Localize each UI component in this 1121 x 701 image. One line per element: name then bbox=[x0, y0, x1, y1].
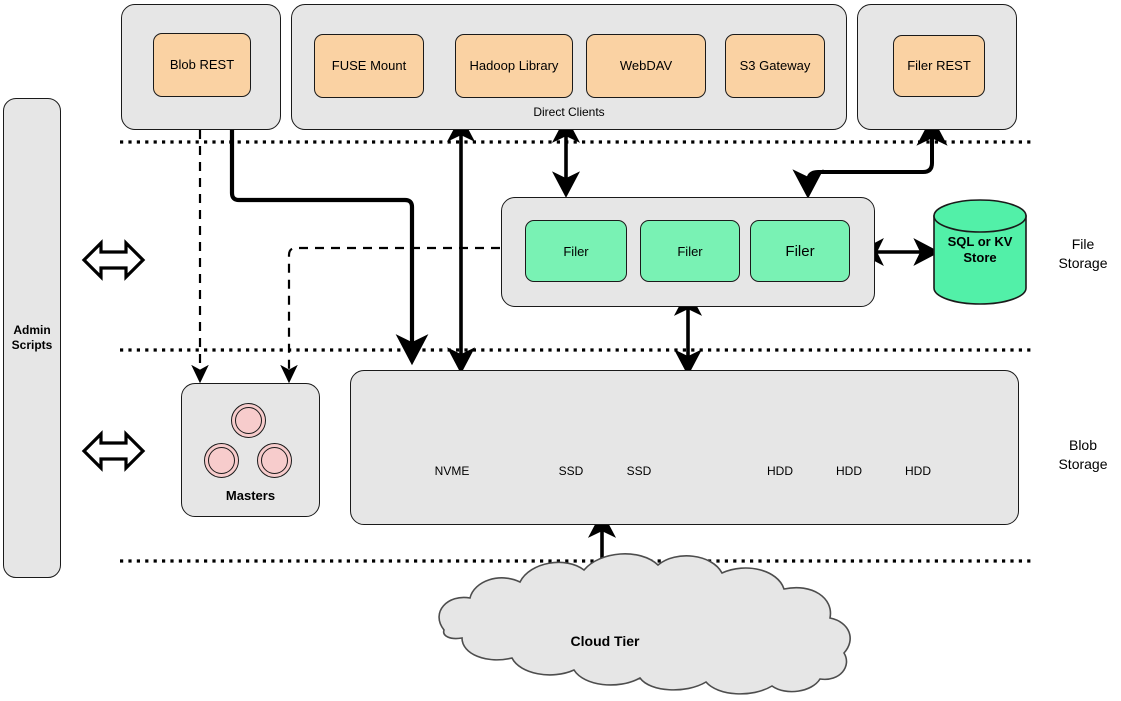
masters-group: Masters bbox=[181, 383, 320, 517]
volume-servers-group bbox=[350, 370, 1019, 525]
filer-rest-label: Filer REST bbox=[907, 57, 971, 73]
filer-rest-node[interactable]: Filer REST bbox=[893, 35, 985, 97]
cloud-tier-node[interactable]: Cloud Tier bbox=[520, 633, 690, 653]
filer-node-2-label: Filer bbox=[677, 243, 703, 259]
blob-rest-to-volumes-line bbox=[229, 130, 429, 366]
ssd-volume-label-2: SSD bbox=[626, 464, 652, 478]
ssd-volume-label-1: SSD bbox=[558, 464, 584, 478]
filer-node-3-label: Filer bbox=[785, 242, 815, 260]
filer-cluster-group: Filer Filer Filer bbox=[501, 197, 875, 307]
masters-caption: Masters bbox=[225, 488, 276, 503]
file-storage-side-label: File Storage bbox=[1058, 236, 1108, 271]
sql-kv-store-node[interactable]: SQL or KV Store bbox=[934, 234, 1026, 276]
fuse-mount-label: FUSE Mount bbox=[331, 57, 407, 73]
cloud-tier-label: Cloud Tier bbox=[570, 633, 640, 649]
filers-to-masters-dashed bbox=[280, 246, 500, 384]
filer-node-2[interactable]: Filer bbox=[640, 220, 740, 282]
sql-kv-store-label: SQL or KV Store bbox=[947, 234, 1013, 265]
admin-to-file-storage-arrow bbox=[81, 239, 146, 281]
master-node-1[interactable] bbox=[231, 403, 266, 438]
filer-node-1[interactable]: Filer bbox=[525, 220, 627, 282]
admin-connectors bbox=[81, 239, 146, 472]
hadoop-library-label: Hadoop Library bbox=[469, 57, 559, 73]
filer-rest-to-filers-line bbox=[792, 116, 948, 199]
blob-rest-node[interactable]: Blob REST bbox=[153, 33, 251, 97]
direct-clients-caption: Direct Clients bbox=[533, 105, 605, 119]
webdav-node[interactable]: WebDAV bbox=[586, 34, 706, 98]
fuse-mount-node[interactable]: FUSE Mount bbox=[314, 34, 424, 98]
blob-rest-label: Blob REST bbox=[169, 56, 235, 72]
filer-node-1-label: Filer bbox=[563, 243, 589, 259]
filer-rest-group: Filer REST bbox=[857, 4, 1017, 130]
webdav-label: WebDAV bbox=[619, 57, 673, 73]
s3-gateway-node[interactable]: S3 Gateway bbox=[725, 34, 825, 98]
s3-gateway-label: S3 Gateway bbox=[739, 57, 811, 73]
admin-to-blob-storage-arrow bbox=[81, 430, 146, 472]
hdd-volume-label-1: HDD bbox=[767, 464, 793, 478]
hadoop-library-node[interactable]: Hadoop Library bbox=[455, 34, 573, 98]
master-node-2[interactable] bbox=[204, 443, 239, 478]
filer-node-3[interactable]: Filer bbox=[750, 220, 850, 282]
hdd-volume-label-2: HDD bbox=[836, 464, 862, 478]
blob-storage-side-label: Blob Storage bbox=[1058, 437, 1108, 472]
direct-clients-group: FUSE Mount Hadoop Library WebDAV S3 Gate… bbox=[291, 4, 847, 130]
hdd-volume-label-3: HDD bbox=[905, 464, 931, 478]
master-node-3[interactable] bbox=[257, 443, 292, 478]
cloud-tier-shape bbox=[438, 553, 851, 695]
nvme-volume-label: NVME bbox=[434, 464, 470, 478]
blob-rest-group: Blob REST bbox=[121, 4, 281, 130]
